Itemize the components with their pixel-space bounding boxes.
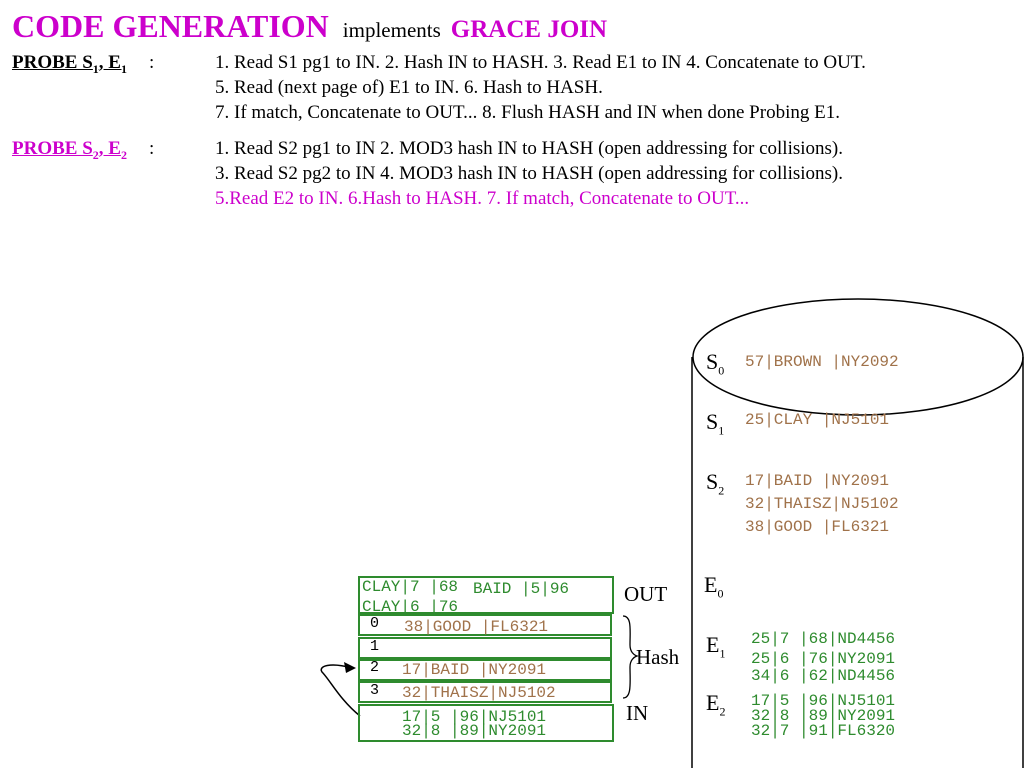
probe1-colon: : xyxy=(149,52,155,73)
probe1-label: PROBE S1, E1 xyxy=(12,52,127,76)
title-middle: implements xyxy=(342,18,441,42)
disk-record: 17|BAID |NY2091 xyxy=(745,472,890,490)
hash-bucket-0 xyxy=(358,614,612,636)
probe2-line2: 3. Read S2 pg2 to IN 4. MOD3 hash IN to … xyxy=(215,163,843,184)
out-buffer xyxy=(358,576,614,614)
probe1-line3: 7. If match, Concatenate to OUT... 8. Fl… xyxy=(215,102,840,123)
hash-value: 17|BAID |NY2091 xyxy=(402,661,547,679)
disk-label-s1: S1 xyxy=(706,409,725,438)
hash-index: 1 xyxy=(370,638,380,655)
probe2-line3: 5.Read E2 to IN. 6.Hash to HASH. 7. If m… xyxy=(215,188,750,209)
probe1-line1: 1. Read S1 pg1 to IN. 2. Hash IN to HASH… xyxy=(215,52,866,73)
hash-bucket-1 xyxy=(358,637,612,659)
disk-label-s0: S0 xyxy=(706,349,725,378)
title-main: CODE GENERATION xyxy=(12,8,329,44)
title-emph: GRACE JOIN xyxy=(450,16,608,43)
slide-title: CODE GENERATION implements GRACE JOIN xyxy=(12,8,607,45)
disk-record: 25|6 |76|NY2091 xyxy=(751,650,896,668)
probe2-line1: 1. Read S2 pg1 to IN 2. MOD3 hash IN to … xyxy=(215,138,843,159)
hash-label: Hash xyxy=(636,645,680,669)
hash-index: 3 xyxy=(370,682,380,699)
disk-label-s2: S2 xyxy=(706,469,725,498)
in-line: 32|8 |89|NY2091 xyxy=(402,722,547,740)
in-buffer xyxy=(358,704,614,742)
probe1-line2: 5. Read (next page of) E1 to IN. 6. Hash… xyxy=(215,77,603,98)
hash-index: 2 xyxy=(370,659,380,676)
disk-label-e1: E1 xyxy=(706,632,726,661)
disk-record: 34|6 |62|ND4456 xyxy=(751,667,896,685)
hash-index: 0 xyxy=(370,615,380,632)
disk-record: 25|CLAY |NJ5101 xyxy=(745,411,890,429)
disk-label-e0: E0 xyxy=(704,572,724,601)
probe2-colon: : xyxy=(149,138,155,159)
disk-record: 17|5 |96|NJ5101 xyxy=(751,692,896,710)
out-line: BAID |5|96 xyxy=(473,580,570,598)
out-line: CLAY|6 |76 xyxy=(362,598,459,616)
out-label: OUT xyxy=(624,582,668,606)
disk-label-e2: E2 xyxy=(706,690,726,719)
disk-record: 32|THAISZ|NJ5102 xyxy=(745,495,899,513)
in-line: 17|5 |96|NJ5101 xyxy=(402,708,547,726)
hash-bucket-2 xyxy=(358,659,612,681)
hash-bucket-3 xyxy=(358,681,612,703)
disk-record: 25|7 |68|ND4456 xyxy=(751,630,896,648)
probe2-label: PROBE S2, E2 xyxy=(12,138,127,162)
disk-record: 32|8 |89|NY2091 xyxy=(751,707,896,725)
hash-value: 32|THAISZ|NJ5102 xyxy=(402,684,556,702)
disk-record: 32|7 |91|FL6320 xyxy=(751,722,896,740)
disk-record: 57|BROWN |NY2092 xyxy=(745,353,899,371)
out-line: CLAY|7 |68 xyxy=(362,578,459,596)
disk-record: 38|GOOD |FL6321 xyxy=(745,518,890,536)
hash-value: 38|GOOD |FL6321 xyxy=(404,618,549,636)
in-label: IN xyxy=(626,701,649,725)
